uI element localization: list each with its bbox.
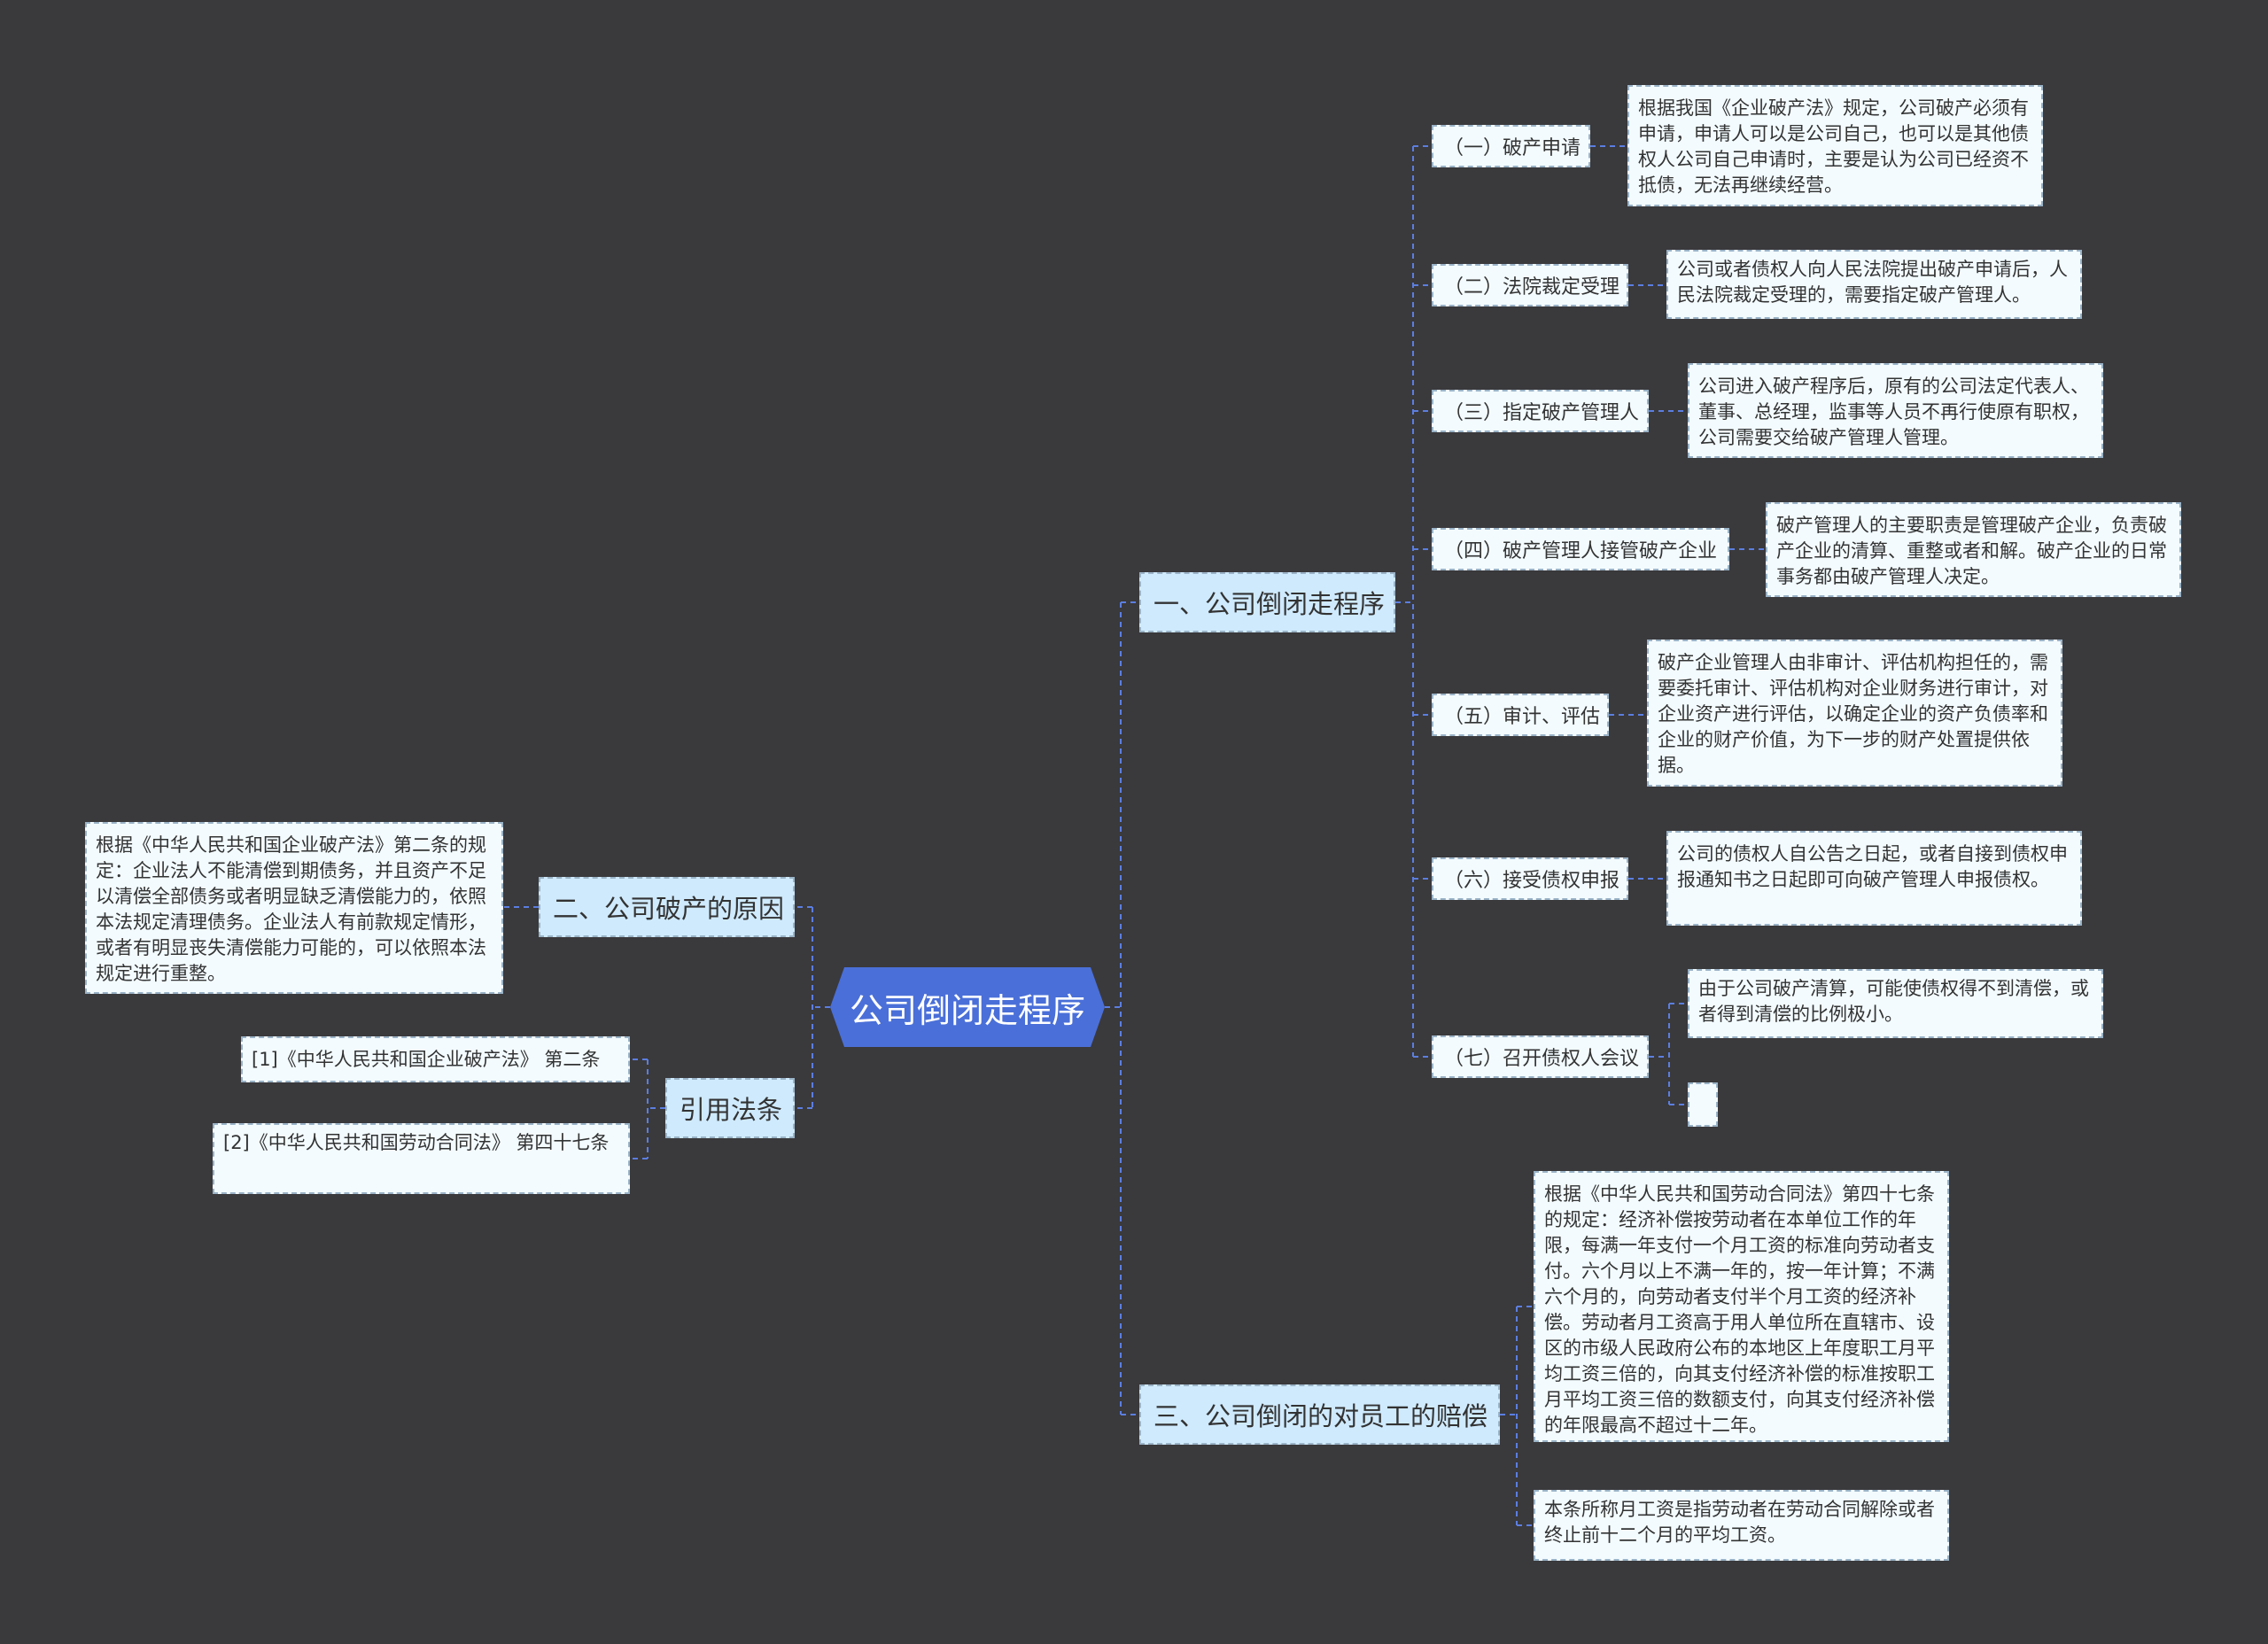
step-3-detail: 公司进入破产程序后，原有的公司法定代表人、董事、总经理，监事等人员不再行使原有职… xyxy=(1688,363,2103,458)
law-item-1[interactable]: [1]《中华人民共和国企业破产法》 第二条 xyxy=(241,1036,630,1082)
step-3-label[interactable]: （三）指定破产管理人 xyxy=(1432,390,1649,432)
branch-procedure[interactable]: 一、公司倒闭走程序 xyxy=(1139,572,1395,632)
branch-laws[interactable]: 引用法条 xyxy=(665,1078,795,1138)
step-2-detail: 公司或者债权人向人民法院提出破产申请后，人民法院裁定受理的，需要指定破产管理人。 xyxy=(1666,250,2082,319)
step-6-label[interactable]: （六）接受债权申报 xyxy=(1432,857,1628,900)
step-1-label[interactable]: （一）破产申请 xyxy=(1432,125,1590,167)
reason-detail: 根据《中华人民共和国企业破产法》第二条的规定：企业法人不能清偿到期债务，并且资产… xyxy=(85,822,503,994)
branch-reason[interactable]: 二、公司破产的原因 xyxy=(539,877,795,937)
compensation-detail-1: 根据《中华人民共和国劳动合同法》第四十七条的规定：经济补偿按劳动者在本单位工作的… xyxy=(1534,1171,1949,1442)
step-1-detail: 根据我国《企业破产法》规定，公司破产必须有申请，申请人可以是公司自己，也可以是其… xyxy=(1627,85,2043,206)
root-topic[interactable]: 公司倒闭走程序 xyxy=(830,967,1105,1047)
step-5-detail: 破产企业管理人由非审计、评估机构担任的，需要委托审计、评估机构对企业财务进行审计… xyxy=(1647,640,2062,787)
step-7-empty-detail xyxy=(1688,1082,1718,1127)
compensation-detail-2: 本条所称月工资是指劳动者在劳动合同解除或者终止前十二个月的平均工资。 xyxy=(1534,1490,1949,1561)
branch-compensation[interactable]: 三、公司倒闭的对员工的赔偿 xyxy=(1139,1384,1500,1445)
step-6-detail: 公司的债权人自公告之日起，或者自接到债权申报通知书之日起即可向破产管理人申报债权… xyxy=(1666,831,2082,926)
step-7-label[interactable]: （七）召开债权人会议 xyxy=(1432,1035,1649,1078)
step-5-label[interactable]: （五）审计、评估 xyxy=(1432,694,1609,736)
law-item-2[interactable]: [2]《中华人民共和国劳动合同法》 第四十七条 xyxy=(213,1123,630,1194)
step-7-detail: 由于公司破产清算，可能使债权得不到清偿，或者得到清偿的比例极小。 xyxy=(1688,969,2103,1038)
step-4-detail: 破产管理人的主要职责是管理破产企业，负责破产企业的清算、重整或者和解。破产企业的… xyxy=(1766,502,2181,597)
step-4-label[interactable]: （四）破产管理人接管破产企业 xyxy=(1432,528,1729,570)
step-2-label[interactable]: （二）法院裁定受理 xyxy=(1432,264,1628,306)
